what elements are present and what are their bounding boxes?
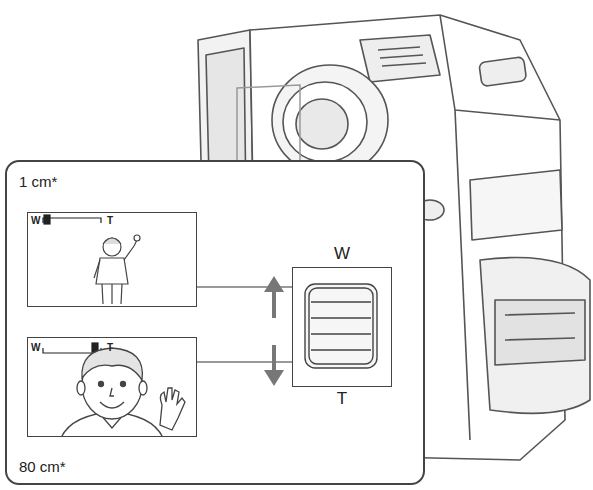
lever-box: WT <box>292 267 392 387</box>
node-label: W <box>334 245 350 264</box>
callout-ground <box>5 160 425 485</box>
node-label: T <box>107 342 113 353</box>
zoom-bar <box>43 343 101 353</box>
node-label: W <box>31 215 40 226</box>
node-label: 1 cm* <box>19 174 57 191</box>
tele-screen: WT <box>27 337 197 437</box>
wide-screen: WT <box>27 212 197 307</box>
wide-figure <box>94 235 140 304</box>
zoom-bar <box>43 215 101 224</box>
node-label: T <box>337 390 347 409</box>
zoom-lever <box>305 284 377 368</box>
node-label: T <box>107 215 113 226</box>
tele-figure <box>60 348 185 437</box>
node-label: W <box>31 342 40 353</box>
down-arrow <box>264 345 284 386</box>
node-label: 80 cm* <box>19 459 66 476</box>
callout-frame <box>237 85 300 162</box>
leader-line <box>197 286 292 288</box>
up-arrow <box>264 276 284 318</box>
callout-panel: 1 cm*80 cm*WTWTWT <box>5 160 425 485</box>
leader-line <box>197 361 292 363</box>
